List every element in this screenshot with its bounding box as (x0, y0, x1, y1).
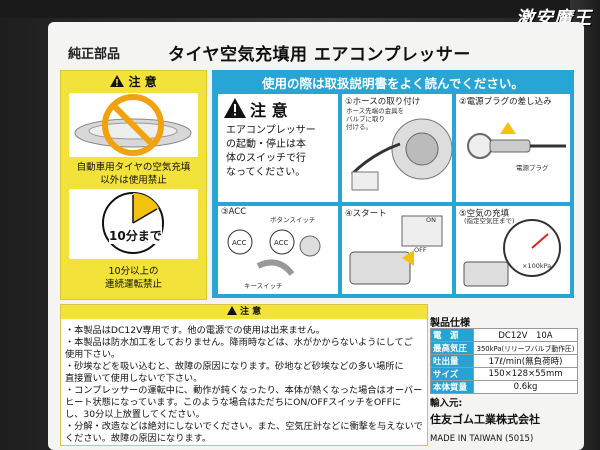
note-line: ・本製品は防水加工をしておりません。降雨時などは、水がかからないようにしてご (65, 337, 413, 348)
note-line: ください。故障の原因になります。 (65, 433, 212, 444)
step-4-panel: ④スタート ON OFF (342, 206, 452, 294)
svg-text:ACC: ACC (274, 239, 289, 247)
acc-key-icon: ACC ACC (227, 229, 321, 276)
tire-hose-icon (350, 118, 452, 191)
usage-restriction-text: 自動車用タイヤの空気充填 以外は使用禁止 (76, 162, 191, 186)
step-2-sub: 電源プラグ (516, 164, 549, 172)
timer-illustration: 10分まで (69, 189, 198, 259)
power-plug-icon (467, 122, 566, 159)
switch-off-label: OFF (414, 246, 427, 254)
caution-title: 注 意 (250, 101, 288, 120)
company-name: 住友ゴム工業株式会社 (430, 413, 540, 426)
step-2-panel: ②電源プラグの差し込み 電源プラグ (456, 94, 570, 202)
caution-panel: 注 意 エアコンプレッサー の起動・停止は本 体のスイッチで行 なってください。 (218, 94, 338, 202)
note-line: 使用下さい。 (65, 349, 121, 360)
svg-text:ACC: ACC (232, 239, 247, 247)
step-2-label: ②電源プラグの差し込み (459, 97, 552, 107)
step-5-sub: (指定空気圧まで) (464, 217, 515, 225)
step-3-key-label: キースイッチ (244, 282, 283, 290)
step-1-panel: ①ホースの取り付け ホース先端の金具を バルブに取り 付ける。 (342, 94, 452, 202)
yellow-caution-title: 注 意 (128, 75, 157, 89)
blue-instruction-box: 使用の際は取扱説明書をよく読んでください。 注 意 エアコンプレッサー の起動・… (212, 70, 574, 298)
warning-triangle-icon (226, 306, 237, 315)
notes-banner: 注 意 (61, 305, 427, 319)
step-3-panel: ③ACC ボタンスイッチ ACC ACC キースイッチ (218, 206, 338, 294)
note-line: ・本製品はDC12V専用です。他の電源での使用は出来ません。 (65, 325, 325, 336)
note-line: ・分解・改造などは絶対にしないでください。また、空気圧計などに衝撃を与えないで (65, 421, 423, 432)
warning-triangle-icon (110, 75, 125, 87)
step-5-label: ⑤空気の充填 (459, 209, 510, 219)
compressor-start-icon (349, 215, 443, 285)
note-line: 直接置いて使用しないで下さい。 (65, 373, 203, 384)
product-title: タイヤ空気充填用 エアコンプレッサー (168, 45, 471, 65)
clock-icon (102, 192, 164, 254)
gauge-unit: ×100kPa (522, 262, 552, 270)
note-line: ヒート状態になっています。このような場合はただちにON/OFFスイッチをOFFに (65, 397, 402, 408)
step-4-label: ④スタート (345, 209, 387, 219)
caution-notes: 注 意 ・本製品はDC12V専用です。他の電源での使用は出来ません。 ・本製品は… (60, 304, 428, 446)
warning-triangle-icon (224, 98, 246, 118)
timer-label: 10分まで (109, 227, 162, 244)
step-1-label: ①ホースの取り付け (345, 97, 421, 107)
note-line: し、30分以上放置してください。 (65, 409, 205, 420)
note-line: ・砂埃などを吸い込むと、故障の原因になります。砂地など砂埃などの多い場所に (65, 361, 404, 372)
yellow-caution-box: 注 意 自動車用タイヤの空気充填 以外は使用禁止 10分まで 10分以上 (60, 70, 207, 300)
spec-title: 製品仕様 (430, 318, 470, 329)
continuous-run-text: 10分以上の 連続運転禁止 (104, 266, 162, 290)
no-boat-icon (74, 94, 192, 156)
step-5-panel: ⑤空気の充填 (指定空気圧まで) ×100kPa (456, 206, 570, 294)
yellow-caution-banner: 注 意 (61, 73, 206, 91)
switch-on-label: ON (426, 216, 436, 224)
genuine-parts-label: 純正部品 (68, 47, 121, 62)
step-1-sub: ホース先端の金具を バルブに取り 付ける。 (346, 107, 405, 131)
instruction-label: 純正部品 タイヤ空気充填用 エアコンプレッサー 注 意 自動車用タイヤの空気充填… (48, 22, 584, 450)
prohibited-inflatable-illustration (69, 93, 198, 157)
caution-text: エアコンプレッサー の起動・停止は本 体のスイッチで行 なってください。 (226, 125, 316, 178)
made-in-label: MADE IN TAIWAN (5015) (430, 434, 534, 444)
pressure-gauge-icon (463, 219, 561, 287)
read-manual-notice: 使用の際は取扱説明書をよく読んでください。 (262, 76, 524, 91)
case-top-edge (0, 0, 600, 18)
importer-label: 輸入元: (430, 398, 463, 409)
step-3-button-label: ボタンスイッチ (270, 216, 316, 224)
step-3-label: ③ACC (221, 207, 247, 217)
note-line: ・コンプレッサーの運転中に、動作が鈍くなったり、本体が熱くなった場合はオーバー (65, 385, 423, 396)
